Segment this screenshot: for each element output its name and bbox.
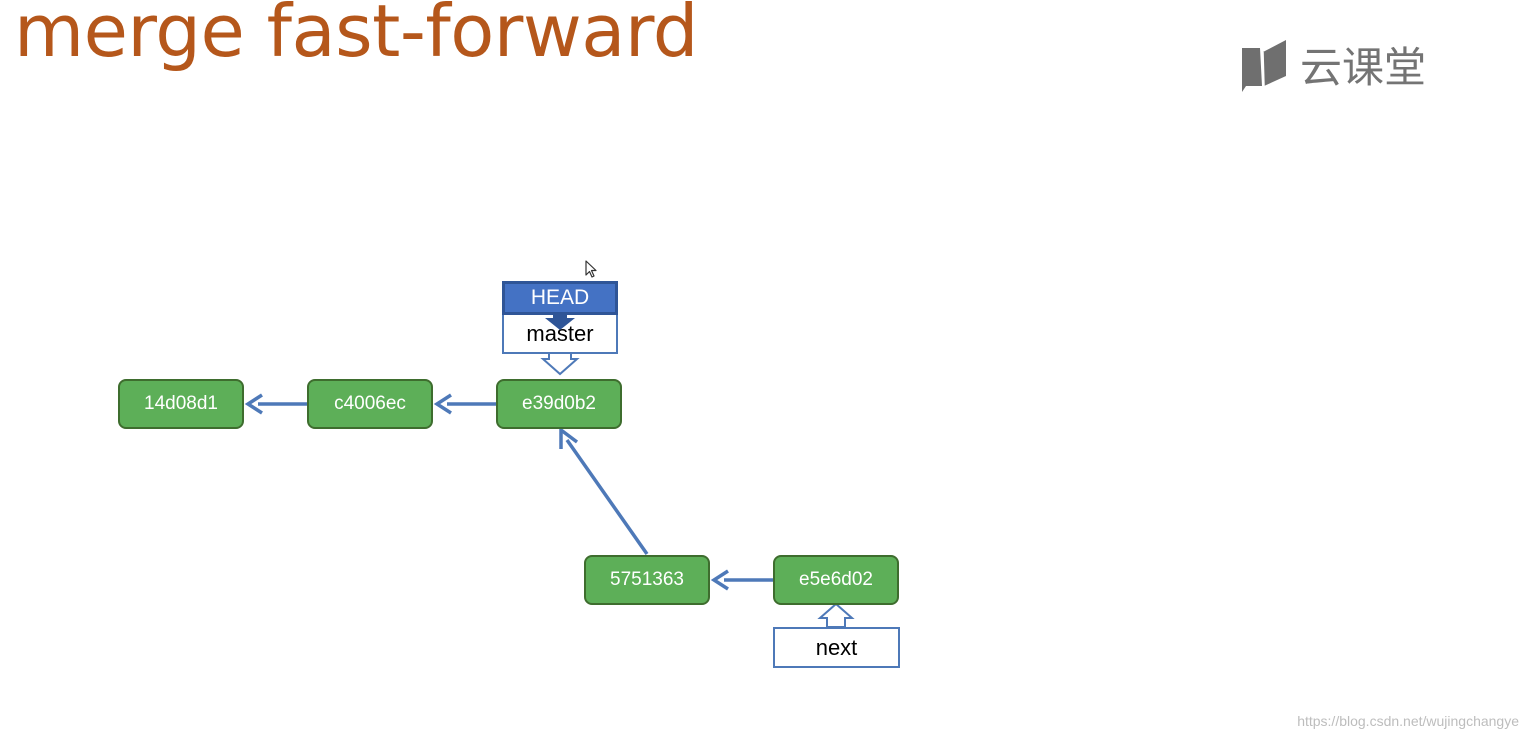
edge-e5e6d02-to-5751363 xyxy=(710,569,773,591)
branch-name: next xyxy=(815,634,858,660)
pointer-master-to-e39d0b2 xyxy=(540,352,580,376)
commit-node: 5751363 xyxy=(584,555,710,605)
commit-hash: e39d0b2 xyxy=(522,393,596,414)
commit-node: e5e6d02 xyxy=(773,555,899,605)
commit-node: 14d08d1 xyxy=(118,379,244,429)
book-icon xyxy=(1236,39,1290,97)
commit-node: e39d0b2 xyxy=(496,379,622,429)
logo-text: 云课堂 xyxy=(1300,43,1427,92)
slide-title: merge fast-forward xyxy=(14,0,698,73)
watermark: https://blog.csdn.net/wujingchangye xyxy=(1297,713,1519,729)
edge-c4006ec-to-14d08d1 xyxy=(244,393,307,415)
commit-hash: e5e6d02 xyxy=(799,569,873,590)
mouse-cursor-icon xyxy=(585,260,597,278)
edge-5751363-to-e39d0b2 xyxy=(559,426,649,556)
edge-e39d0b2-to-c4006ec xyxy=(433,393,496,415)
commit-hash: 5751363 xyxy=(610,569,684,590)
branch-label-next: next xyxy=(773,627,900,668)
head-label: HEAD xyxy=(502,281,618,315)
pointer-next-to-e5e6d02 xyxy=(817,602,855,628)
commit-hash: c4006ec xyxy=(334,393,406,414)
commit-hash: 14d08d1 xyxy=(144,393,218,414)
head-name: HEAD xyxy=(530,286,590,309)
head-arrow-icon xyxy=(545,312,575,330)
logo: 云课堂 xyxy=(1236,38,1426,98)
commit-node: c4006ec xyxy=(307,379,433,429)
